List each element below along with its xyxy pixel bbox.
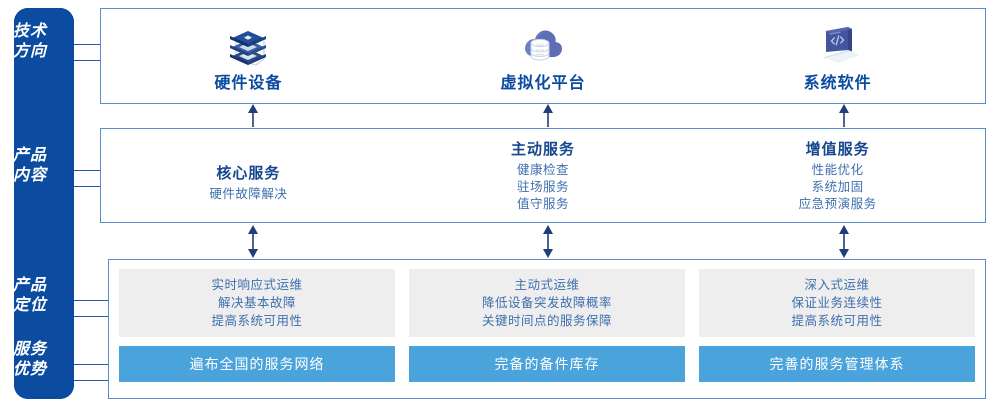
rail-label-line2: 方向	[12, 43, 47, 60]
connector-tech-top	[74, 44, 101, 45]
rail-label-line1: 产品	[12, 277, 47, 294]
positioning-line: 关键时间点的服务保障	[481, 314, 612, 328]
positioning-line: 提高系统可用性	[791, 314, 883, 328]
positioning-line: 提高系统可用性	[211, 314, 303, 328]
tech-cell-software[interactable]: 系统软件	[690, 9, 985, 103]
rail-label-line1: 技术	[12, 23, 47, 40]
connector-content-bot	[74, 186, 101, 187]
content-item: 系统加固	[811, 180, 864, 194]
positioning-line: 保证业务连续性	[791, 296, 883, 310]
rail-item-tech-direction: 技术 方向	[0, 22, 60, 62]
connector-content-top	[74, 170, 101, 171]
connector-advantage-bot	[74, 380, 109, 381]
positioning-cell-proactive[interactable]: 主动式运维 降低设备突发故障概率 关键时间点的服务保障	[409, 269, 685, 337]
connector-advantage-top	[74, 364, 109, 365]
connector-position-bot	[74, 316, 109, 317]
tech-label-software: 系统软件	[803, 75, 872, 92]
content-item: 性能优化	[811, 163, 864, 177]
tech-label-hardware: 硬件设备	[214, 75, 283, 92]
server-stack-icon	[216, 19, 280, 67]
rail-label-line1: 产品	[12, 147, 47, 164]
positioning-line: 深入式运维	[804, 278, 870, 292]
rail-item-product-content: 产品 内容	[0, 146, 60, 186]
tech-label-virtualization: 虚拟化平台	[500, 75, 586, 92]
content-item: 驻场服务	[517, 180, 570, 194]
content-item: 值守服务	[517, 197, 570, 211]
rail-item-product-positioning: 产品 定位	[0, 276, 60, 316]
cloud-database-icon	[511, 19, 575, 67]
positioning-line: 主动式运维	[514, 278, 580, 292]
content-title-value-added-service: 增值服务	[805, 141, 870, 158]
advantage-cell-service-network[interactable]: 遍布全国的服务网络	[119, 346, 395, 382]
positioning-advantage-panel: 实时响应式运维 解决基本故障 提高系统可用性 主动式运维 降低设备突发故障概率 …	[108, 259, 986, 399]
advantage-cell-management-system[interactable]: 完善的服务管理体系	[699, 346, 975, 382]
content-cell-core-service[interactable]: 核心服务 硬件故障解决	[101, 143, 396, 222]
category-rail	[14, 8, 74, 399]
rail-label-line2: 内容	[12, 167, 47, 184]
content-title-core-service: 核心服务	[216, 165, 281, 182]
tech-cell-virtualization[interactable]: 虚拟化平台	[396, 9, 691, 103]
arrow-double-core	[248, 225, 258, 258]
connector-tech-bot	[74, 60, 101, 61]
product-content-panel: 核心服务 硬件故障解决 主动服务 健康检查 驻场服务 值守服务 增值服务 性能优…	[100, 128, 986, 223]
content-cell-value-added-service[interactable]: 增值服务 性能优化 系统加固 应急预演服务	[690, 129, 985, 222]
positioning-cell-realtime[interactable]: 实时响应式运维 解决基本故障 提高系统可用性	[119, 269, 395, 337]
advantage-cell-spare-parts[interactable]: 完备的备件库存	[409, 346, 685, 382]
content-item: 硬件故障解决	[209, 187, 288, 201]
rail-label-line2: 优势	[12, 361, 47, 378]
arrow-up-virtualization	[543, 104, 553, 127]
content-item: 健康检查	[517, 163, 570, 177]
positioning-line: 解决基本故障	[217, 296, 296, 310]
positioning-line: 实时响应式运维	[211, 278, 303, 292]
content-cell-proactive-service[interactable]: 主动服务 健康检查 驻场服务 值守服务	[396, 129, 691, 222]
arrow-up-software	[839, 104, 849, 127]
content-title-proactive-service: 主动服务	[511, 141, 576, 158]
laptop-code-icon	[806, 19, 870, 67]
rail-label-line2: 定位	[12, 297, 47, 314]
arrow-double-value-added	[839, 225, 849, 258]
arrow-double-proactive	[543, 225, 553, 258]
tech-cell-hardware[interactable]: 硬件设备	[101, 9, 396, 103]
arrow-up-hardware	[248, 104, 258, 127]
connector-position-top	[74, 300, 109, 301]
positioning-cell-indepth[interactable]: 深入式运维 保证业务连续性 提高系统可用性	[699, 269, 975, 337]
technology-direction-panel: 硬件设备	[100, 8, 986, 104]
positioning-line: 降低设备突发故障概率	[481, 296, 612, 310]
rail-label-line1: 服务	[12, 341, 47, 358]
rail-item-service-advantage: 服务 优势	[0, 340, 60, 380]
content-item: 应急预演服务	[798, 197, 877, 211]
positioning-row: 实时响应式运维 解决基本故障 提高系统可用性 主动式运维 降低设备突发故障概率 …	[119, 269, 975, 337]
advantage-row: 遍布全国的服务网络 完备的备件库存 完善的服务管理体系	[119, 346, 975, 382]
